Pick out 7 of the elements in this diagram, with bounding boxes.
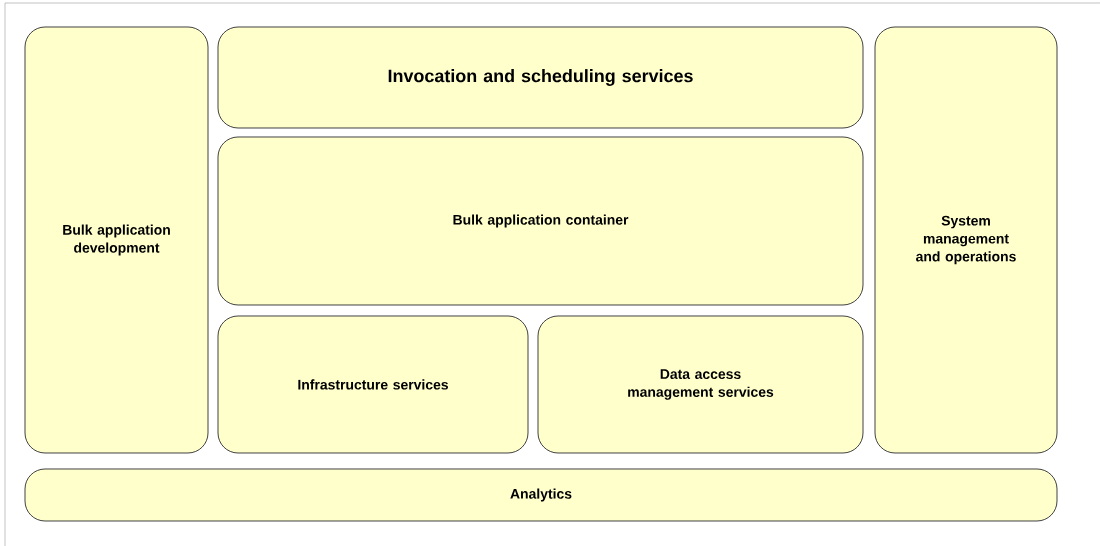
- service-box: Invocation and scheduling services: [217, 26, 864, 129]
- service-box: Infrastructure services: [217, 315, 529, 454]
- service-box: System management and operations: [874, 26, 1058, 454]
- service-box: Bulk application development: [24, 26, 209, 454]
- service-box: Data access management services: [537, 315, 864, 454]
- service-box: Bulk application container: [217, 136, 864, 306]
- service-box: Analytics: [24, 468, 1058, 522]
